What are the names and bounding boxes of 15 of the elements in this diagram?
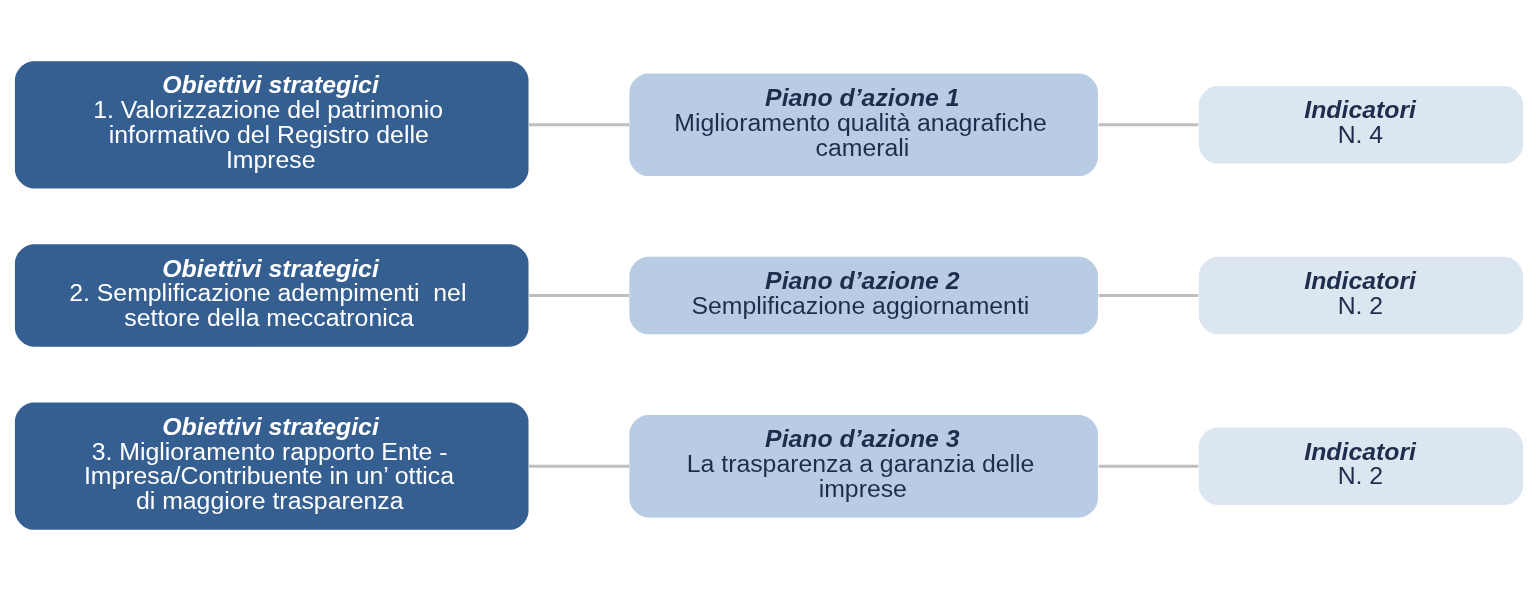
node-box: Indicatori N. 4 [1198, 85, 1524, 164]
node-box: Indicatori N. 2 [1198, 256, 1524, 334]
node-box: Indicatori N. 2 [1198, 426, 1524, 505]
node-box: Piano d’azione 1 Miglioramento qualità anagrafiche camerali [629, 73, 1098, 176]
connector [528, 122, 629, 126]
connector [1098, 122, 1199, 126]
node-box: Piano d’azione 3 La trasparenza a garanzia delle imprese [629, 414, 1098, 517]
node-box: Piano d’azione 2 Semplificazione aggiornamenti [629, 256, 1098, 334]
node-box: Obiettivi strategici 1. Valorizzazione del patrimonio informativo del Registro delle Imprese [14, 60, 529, 188]
connector [1098, 293, 1199, 297]
connector [528, 293, 629, 297]
node-box: Obiettivi strategici 3. Miglioramento rapporto Ente - Impresa/Contribuente in un’ ottica di maggiore trasparenza [14, 402, 529, 530]
connector [1098, 464, 1199, 468]
node-box: Obiettivi strategici 2. Semplificazione adempimenti nel settore della meccatronica [14, 243, 529, 347]
connector [528, 464, 629, 468]
